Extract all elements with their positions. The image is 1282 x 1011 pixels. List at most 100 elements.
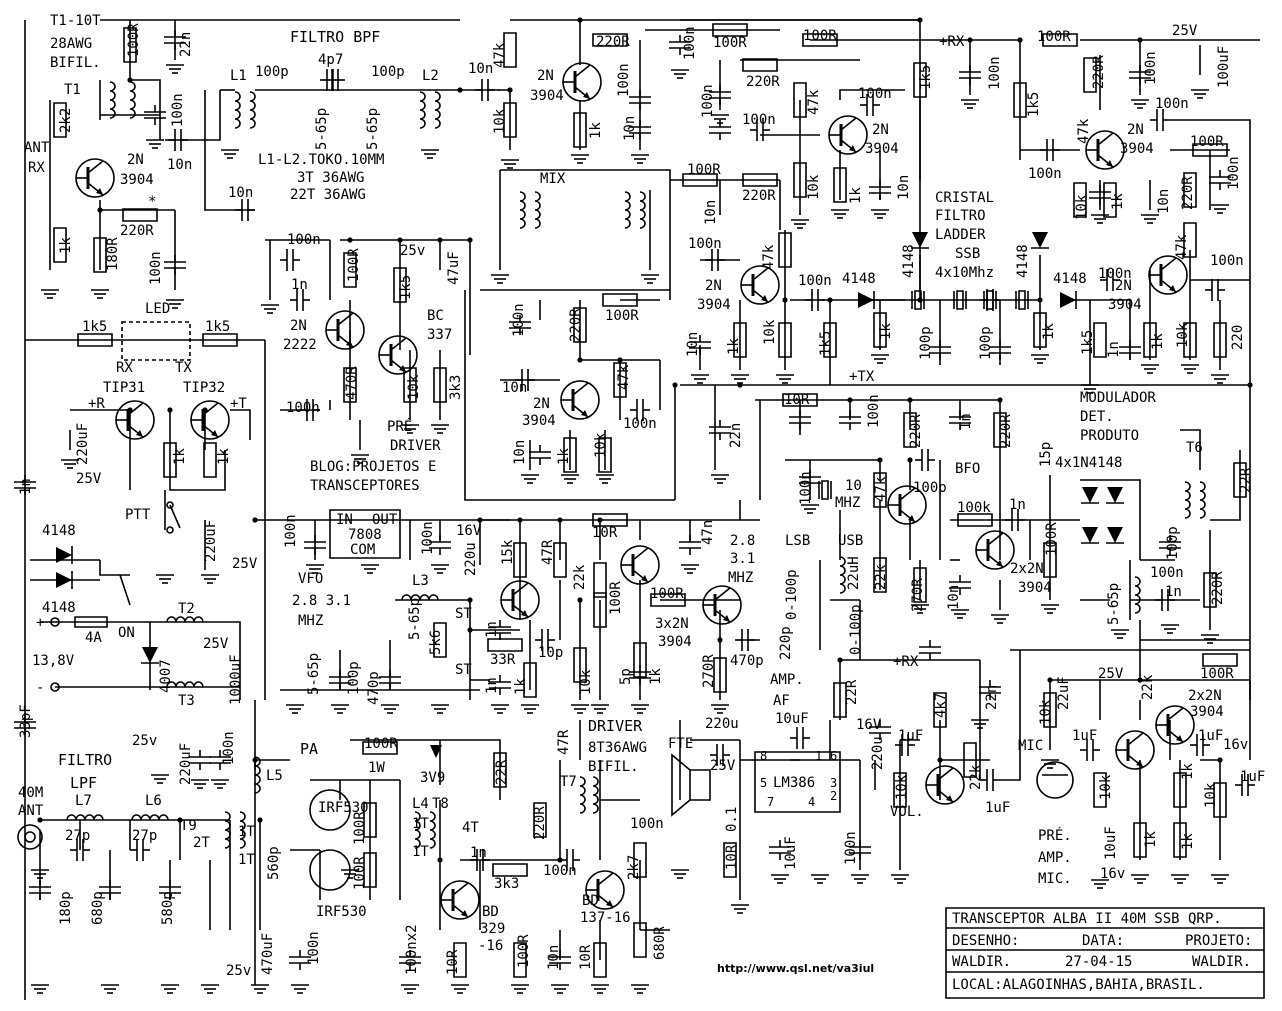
c100n-rxamp-in: 100n	[688, 236, 722, 252]
st-label-2: ST	[455, 662, 472, 678]
diode-1	[1059, 290, 1077, 310]
c22n-bus: 22n	[728, 423, 744, 448]
xtal10-label-1: 10	[845, 478, 862, 494]
c100n-bfo2: 100n	[798, 471, 814, 505]
v25-af: 25V	[710, 758, 736, 774]
c470u-pa: 470uF	[260, 933, 276, 975]
capacitor-13	[528, 444, 552, 466]
transistor-2	[827, 114, 869, 156]
vfo-out-freq-3: MHZ	[728, 570, 753, 586]
plus-t-label: +T	[230, 396, 247, 412]
ground-37	[560, 474, 580, 484]
xtal-filter-label-5: 4x10Mhz	[935, 265, 994, 281]
junction-35	[907, 457, 913, 463]
r100-vfo2: 100R	[650, 586, 684, 602]
lm386-pin3: 3	[830, 776, 837, 790]
ground-49	[360, 564, 380, 574]
junction-34	[877, 457, 883, 463]
toko-label-3: 22T 36AWG	[290, 187, 366, 203]
ground-51	[680, 564, 700, 574]
junction-7	[917, 297, 923, 303]
c22n-t1: 22n	[178, 32, 194, 57]
c10n-mix: 10n	[622, 116, 638, 141]
l6-label: L6	[145, 793, 162, 809]
c1n-txamp: 1n	[1106, 341, 1122, 358]
t7-label: T7	[560, 774, 577, 790]
c565-vfo: 5-65p	[407, 598, 423, 640]
c22uf-mic: 22uF	[1056, 676, 1072, 710]
w4t-t8: 4T	[462, 820, 479, 836]
irf-bot-label: IRF530	[316, 904, 367, 920]
microphone-icon	[1037, 762, 1073, 798]
c10n-if2: 10n	[1156, 189, 1172, 214]
ground-68	[250, 984, 270, 994]
c1000u-psu: 1000uF	[228, 654, 244, 705]
c100n-pre2: 100n	[286, 400, 320, 416]
d4148-d: 4148	[1053, 271, 1087, 287]
r470-pre: 470R	[344, 366, 360, 400]
capacitor-26	[678, 534, 702, 556]
ground-58	[490, 704, 510, 714]
junction-16	[347, 237, 353, 243]
lm386-pin2: 2	[830, 789, 837, 803]
c680p-lpf: 680p	[90, 891, 106, 925]
r220-mix: 220R	[596, 34, 630, 50]
labels: FILTRO BPF T1-10T 28AWG BIFIL. ANT RX L1…	[18, 13, 1265, 979]
c47n-vfo: 47n	[700, 520, 716, 545]
r1k-mic3: 1k	[1180, 833, 1196, 850]
r220-bfo2: 220R	[998, 414, 1014, 448]
driver-label: DRIVER	[588, 717, 643, 735]
junction-28	[467, 627, 473, 633]
junction-3	[917, 17, 923, 23]
wire	[1080, 480, 1140, 560]
ground-75	[630, 984, 650, 994]
q-mix2-label-2: 3904	[522, 413, 556, 429]
ground-81	[890, 874, 910, 884]
speaker-icon	[672, 755, 710, 815]
q-driver-label-1: BD	[582, 893, 599, 909]
d4148-psu1: 4148	[42, 523, 76, 539]
r10k-if1: 10k	[806, 174, 822, 200]
fuse-icon	[75, 617, 107, 627]
coil-15	[592, 776, 599, 814]
transistor-12	[701, 584, 743, 626]
junction-39	[837, 657, 843, 663]
ground-29	[1140, 364, 1160, 374]
r22-mod: 22R	[1238, 467, 1254, 493]
ground-70	[400, 984, 420, 994]
t1-label: T1	[64, 82, 81, 98]
toko-label-2: 3T 36AWG	[297, 170, 364, 186]
q-rx-label-1: 2N	[127, 152, 144, 168]
ground-35	[430, 424, 450, 434]
r220-pa: 220R	[532, 806, 548, 840]
pa-label: PA	[300, 740, 318, 758]
r270-vfo: 270R	[701, 654, 717, 688]
transistor-14	[924, 764, 966, 806]
junction-38	[557, 857, 563, 863]
q-if2-label-1: 2N	[1127, 122, 1144, 138]
amp-af-label-2: AF	[773, 693, 790, 709]
t9-label: T9	[180, 818, 197, 834]
r100-pa: 100R	[364, 736, 398, 752]
capacitor-h-17	[914, 448, 936, 472]
c100n-mix2a: 100n	[511, 303, 527, 337]
junction-11	[737, 382, 743, 388]
q-pa-bias-label-3: -16	[478, 938, 503, 954]
w1t-t9b: 1T	[238, 852, 255, 868]
c1uf-mic: 1uF	[1072, 728, 1097, 744]
v16-reg: 16V	[456, 523, 482, 539]
c10uf-mic: 10uF	[1103, 826, 1119, 860]
lm386-chip	[755, 752, 840, 812]
ant-rx-label-1: ANT	[24, 140, 50, 156]
r270-bfo: 270R	[910, 578, 926, 612]
ground-52	[155, 574, 175, 584]
r10r-pa: 10R	[445, 949, 461, 975]
ground-18	[1190, 89, 1210, 99]
v3v9-pa: 3V9	[420, 770, 445, 786]
ground-27	[1030, 354, 1050, 364]
r1k-mix: 1k	[588, 122, 604, 139]
r100-pa4: 100R	[516, 934, 532, 968]
wire	[1210, 450, 1240, 520]
junction-30	[717, 637, 723, 643]
